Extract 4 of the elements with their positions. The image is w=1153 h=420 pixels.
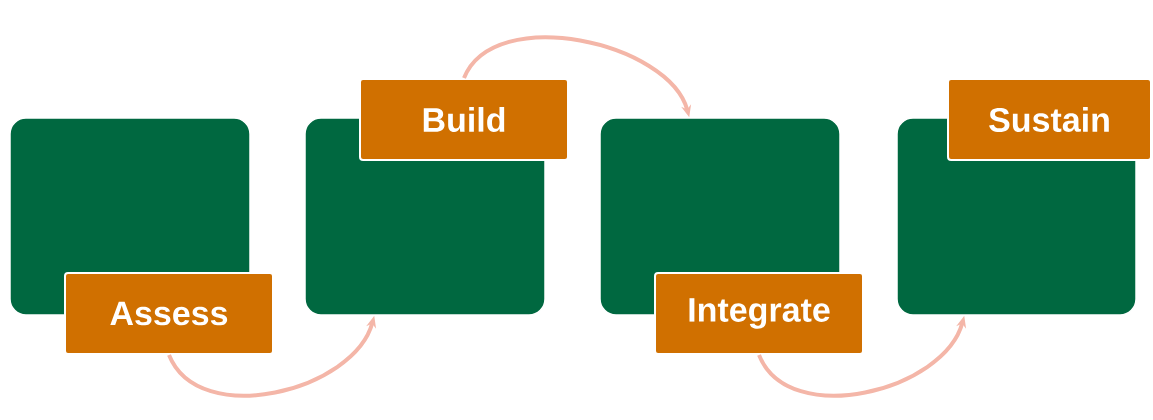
step-label: Sustain [947, 78, 1152, 161]
step-label: Assess [64, 272, 274, 355]
step-label: Integrate [654, 272, 864, 355]
step-label: Build [359, 78, 569, 161]
